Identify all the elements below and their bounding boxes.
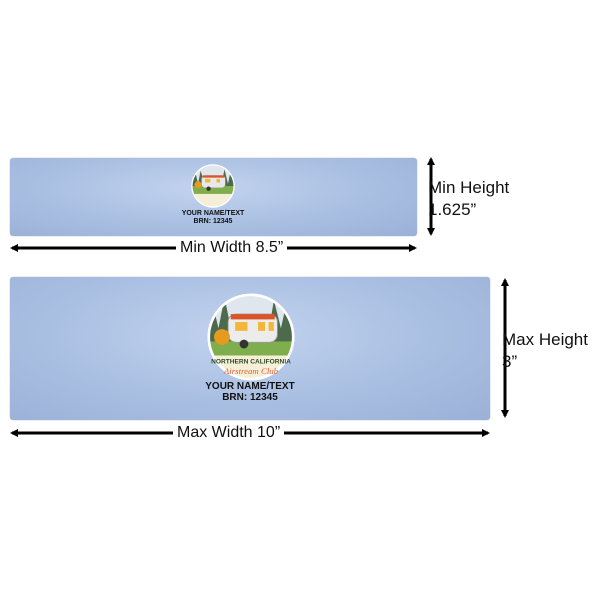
min-plate-name-text: YOUR NAME/TEXT	[181, 210, 245, 217]
max-plate-name-text: YOUR NAME/TEXT	[205, 381, 295, 392]
airstream-club-emblem-large: NORTHERN CALIFORNIA Airstream Club	[207, 293, 295, 381]
max-width-label: Max Width 10”	[173, 425, 285, 441]
airstream-club-emblem-small	[191, 164, 235, 208]
emblem-line1: NORTHERN CALIFORNIA	[211, 358, 291, 365]
max-height-label: Max Height	[502, 330, 588, 349]
min-height-label: Min Height	[428, 178, 510, 197]
max-height-value: 3”	[502, 352, 518, 371]
min-width-label: Min Width 8.5”	[176, 240, 288, 256]
emblem-line2: Airstream Club	[223, 366, 279, 376]
max-plate-brn-text: BRN: 12345	[222, 392, 278, 403]
min-plate-brn-text: BRN: 12345	[193, 218, 233, 225]
min-height-value: 1.625”	[428, 200, 477, 219]
